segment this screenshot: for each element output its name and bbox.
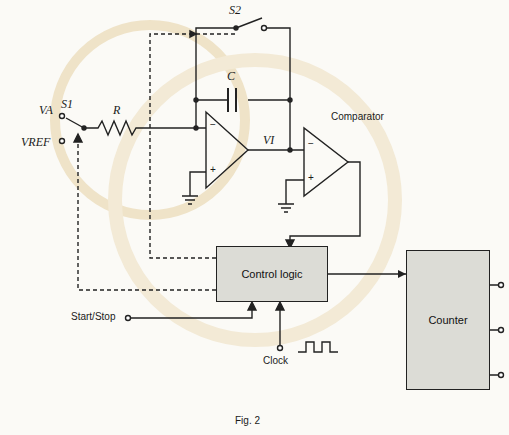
signal-label: Start/Stop bbox=[70, 312, 116, 322]
signal-label: VREF bbox=[20, 136, 51, 148]
box-label: Counter bbox=[428, 314, 467, 327]
ground-symbol bbox=[278, 180, 304, 212]
switch-s1 bbox=[66, 118, 84, 128]
figure-caption: Fig. 2 bbox=[234, 416, 261, 426]
pin-sign: + bbox=[307, 173, 315, 183]
signal-label: VA bbox=[38, 104, 54, 116]
arrowhead bbox=[190, 31, 196, 37]
component-label: Comparator bbox=[330, 112, 385, 122]
comparator-output-wire bbox=[290, 162, 360, 246]
arrowhead bbox=[398, 270, 406, 278]
terminal bbox=[499, 373, 504, 378]
arrowhead bbox=[276, 302, 284, 310]
control-wire bbox=[150, 34, 236, 258]
terminal bbox=[278, 346, 283, 351]
switch-pivot bbox=[82, 126, 86, 130]
ground-symbol bbox=[182, 172, 206, 204]
connector bbox=[328, 270, 406, 278]
comparator-symbol bbox=[304, 128, 348, 196]
switch-pivot bbox=[234, 26, 238, 30]
switch-contact bbox=[60, 139, 65, 144]
connector-line bbox=[328, 273, 406, 274]
output-wire bbox=[248, 149, 304, 150]
output-wire bbox=[490, 285, 498, 375]
box-label: Control logic bbox=[241, 268, 302, 281]
arrowhead bbox=[248, 302, 256, 310]
pin-sign: − bbox=[307, 139, 315, 149]
junction-dot bbox=[288, 148, 292, 152]
wire bbox=[279, 306, 280, 345]
switch-wire bbox=[196, 28, 290, 100]
terminal bbox=[499, 283, 504, 288]
arrowhead bbox=[74, 134, 82, 142]
wire bbox=[131, 306, 252, 318]
component-label: C bbox=[226, 70, 236, 82]
junction-dot bbox=[194, 126, 198, 130]
counter-box: Counter bbox=[406, 250, 490, 390]
switch-label: S2 bbox=[228, 4, 242, 16]
junction-dot bbox=[288, 98, 292, 102]
capacitor-symbol bbox=[228, 88, 236, 112]
signal-label: Clock bbox=[262, 356, 289, 366]
control-logic-box: Control logic bbox=[216, 246, 328, 302]
resistor-symbol bbox=[84, 121, 150, 135]
opamp-symbol bbox=[206, 112, 248, 188]
component-label: R bbox=[112, 104, 121, 116]
pin-sign: + bbox=[209, 165, 217, 175]
clock-waveform bbox=[298, 342, 338, 352]
terminal bbox=[126, 316, 131, 321]
signal-label: VI bbox=[262, 134, 275, 146]
watermark-seal bbox=[115, 60, 395, 340]
junction-dot bbox=[194, 98, 198, 102]
switch-contact bbox=[262, 26, 267, 31]
switch-label: S1 bbox=[60, 98, 74, 110]
control-wire bbox=[78, 136, 216, 290]
switch-contact bbox=[60, 114, 65, 119]
pin-sign: − bbox=[209, 120, 217, 130]
switch-s2 bbox=[236, 18, 262, 28]
terminal bbox=[499, 328, 504, 333]
capacitor-wire bbox=[196, 100, 290, 150]
